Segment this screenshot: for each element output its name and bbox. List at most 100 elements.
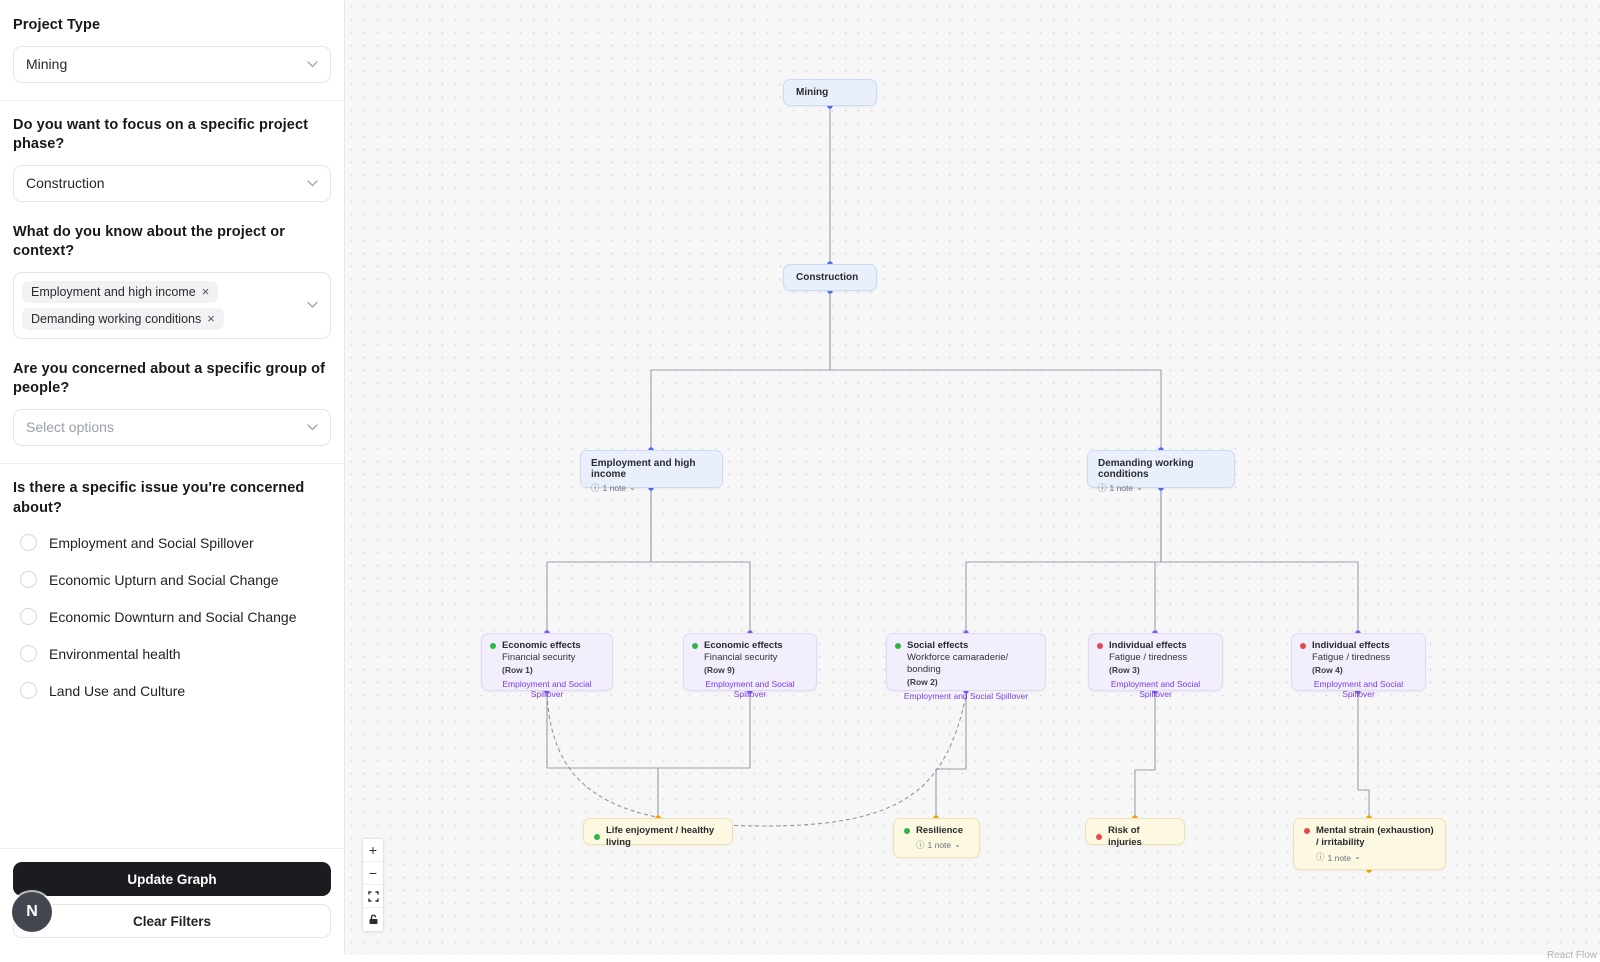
node-row-ref: (Row 9): [704, 664, 735, 675]
graph-controls: + −: [362, 838, 384, 932]
radio-button[interactable]: [20, 534, 37, 552]
issue-option-environmental-health[interactable]: Environmental health: [20, 645, 331, 663]
node-category-link[interactable]: Employment and Social Spillover: [903, 690, 1029, 701]
node-title: Social effects: [907, 640, 969, 651]
update-graph-button[interactable]: Update Graph: [13, 862, 331, 896]
note-count: 1 note: [927, 840, 952, 851]
graph-node-life-enjoyment[interactable]: Life enjoyment / healthy living: [583, 818, 733, 848]
issue-option-economic-downturn[interactable]: Economic Downturn and Social Change: [20, 608, 331, 626]
node-category-link[interactable]: Employment and Social Spillover: [1313, 678, 1404, 699]
dashed-relation-edge: [546, 693, 967, 827]
context-tag: Demanding working conditions ×: [22, 307, 224, 330]
node-category-link[interactable]: Employment and Social Spillover: [502, 678, 592, 699]
radio-button[interactable]: [20, 645, 37, 663]
info-icon: ⓘ: [1098, 482, 1107, 493]
issue-option-land-use-culture[interactable]: Land Use and Culture: [20, 682, 331, 700]
graph-node-individual-effects-row3[interactable]: Individual effects Fatigue / tiredness (…: [1088, 633, 1223, 699]
graph-node-employment-high-income[interactable]: Employment and high income ⓘ 1 note ⌄: [580, 450, 723, 493]
info-icon: ⓘ: [591, 482, 600, 493]
graph-node-social-effects-row2[interactable]: Social effects Workforce camaraderie/ bo…: [886, 633, 1046, 701]
positive-dot-icon: [692, 643, 698, 649]
issue-label: Is there a specific issue you're concern…: [13, 479, 305, 516]
note-toggle[interactable]: ⓘ 1 note ⌄: [1316, 852, 1435, 863]
radio-button[interactable]: [20, 608, 37, 626]
radio-label: Land Use and Culture: [49, 682, 186, 699]
project-type-label: Project Type: [13, 17, 101, 33]
clear-filters-button[interactable]: Clear Filters: [13, 904, 331, 938]
context-multiselect[interactable]: Employment and high income × Demanding w…: [13, 271, 331, 339]
node-row-ref: (Row 1): [502, 664, 533, 675]
radio-label: Environmental health: [49, 645, 181, 662]
radio-label: Employment and Social Spillover: [49, 534, 254, 551]
context-tag: Employment and high income ×: [22, 280, 219, 303]
info-icon: ⓘ: [916, 840, 925, 851]
negative-dot-icon: [1304, 828, 1310, 834]
graph-node-economic-effects-row1[interactable]: Economic effects Financial security (Row…: [481, 633, 613, 699]
node-subtitle: Workforce camaraderie/ bonding: [907, 651, 1009, 675]
node-title: Resilience: [916, 825, 963, 836]
radio-button[interactable]: [20, 682, 37, 700]
context-label: What do you know about the project or co…: [13, 223, 285, 260]
node-title: Mental strain (exhaustion) / irritabilit…: [1316, 825, 1434, 849]
zoom-in-button[interactable]: +: [363, 839, 383, 862]
node-title: Demanding working conditions: [1098, 458, 1194, 480]
info-icon: ⓘ: [1316, 852, 1325, 863]
graph-node-resilience[interactable]: Resilience ⓘ 1 note ⌄: [893, 818, 980, 858]
chevron-down-icon: ⌄: [1354, 852, 1361, 862]
positive-dot-icon: [594, 834, 600, 841]
remove-tag-icon[interactable]: ×: [201, 284, 210, 300]
filters-sidebar: Project Type Mining Do you want to focus…: [0, 0, 345, 955]
chevron-down-icon: [307, 179, 318, 187]
zoom-out-button[interactable]: −: [363, 862, 383, 885]
avatar[interactable]: N: [12, 892, 52, 932]
note-count: 1 note: [1109, 483, 1134, 493]
graph-node-risk-of-injuries[interactable]: Risk of injuries: [1085, 818, 1185, 848]
lock-icon: [369, 914, 377, 924]
group-label: Are you concerned about a specific group…: [13, 360, 326, 397]
negative-dot-icon: [1097, 643, 1103, 649]
issue-option-employment-social-spillover[interactable]: Employment and Social Spillover: [20, 534, 331, 552]
node-title: Employment and high income: [591, 458, 696, 480]
project-type-select[interactable]: Mining: [13, 45, 331, 83]
node-title: Economic effects: [502, 640, 581, 651]
remove-tag-icon[interactable]: ×: [207, 311, 215, 327]
node-subtitle: Fatigue / tiredness: [1312, 651, 1391, 663]
issue-option-economic-upturn[interactable]: Economic Upturn and Social Change: [20, 571, 331, 589]
note-toggle[interactable]: ⓘ 1 note ⌄: [1098, 482, 1224, 494]
tag-label: Employment and high income: [31, 284, 196, 299]
chevron-down-icon: ⌄: [1136, 482, 1143, 492]
positive-dot-icon: [490, 643, 496, 649]
graph-node-individual-effects-row4[interactable]: Individual effects Fatigue / tiredness (…: [1291, 633, 1426, 699]
radio-button[interactable]: [20, 571, 37, 589]
graph-node-economic-effects-row9[interactable]: Economic effects Financial security (Row…: [683, 633, 817, 699]
node-category-link[interactable]: Employment and Social Spillover: [1110, 678, 1201, 699]
group-select[interactable]: Select options: [13, 408, 331, 446]
tag-label: Demanding working conditions: [31, 311, 202, 326]
phase-select[interactable]: Construction: [13, 164, 331, 202]
divider: [0, 99, 344, 101]
graph-node-mining[interactable]: Mining: [783, 79, 877, 106]
lock-button[interactable]: [363, 908, 383, 931]
graph-node-demanding-working-conditions[interactable]: Demanding working conditions ⓘ 1 note ⌄: [1087, 450, 1235, 493]
node-subtitle: Fatigue / tiredness: [1109, 651, 1188, 663]
fit-view-button[interactable]: [363, 885, 383, 908]
group-placeholder: Select options: [26, 419, 114, 436]
fit-view-icon: [367, 890, 379, 902]
node-category-link[interactable]: Employment and Social Spillover: [705, 678, 795, 699]
note-toggle[interactable]: ⓘ 1 note ⌄: [916, 840, 969, 851]
chevron-down-icon: ⌄: [629, 482, 636, 492]
positive-dot-icon: [904, 828, 910, 835]
graph-node-construction[interactable]: Construction: [783, 264, 877, 291]
negative-dot-icon: [1300, 643, 1306, 649]
node-subtitle: Financial security: [502, 651, 576, 663]
phase-value: Construction: [26, 175, 105, 192]
node-row-ref: (Row 3): [1109, 664, 1140, 675]
node-title: Construction: [796, 272, 859, 283]
graph-canvas[interactable]: Mining Construction Employment and high …: [345, 0, 1600, 961]
chevron-down-icon: [307, 302, 318, 309]
note-toggle[interactable]: ⓘ 1 note ⌄: [591, 482, 712, 494]
attribution-badge: React Flow: [1546, 950, 1597, 961]
graph-node-mental-strain[interactable]: Mental strain (exhaustion) / irritabilit…: [1293, 818, 1446, 870]
node-title: Life enjoyment / healthy living: [606, 825, 715, 849]
negative-dot-icon: [1096, 834, 1102, 841]
